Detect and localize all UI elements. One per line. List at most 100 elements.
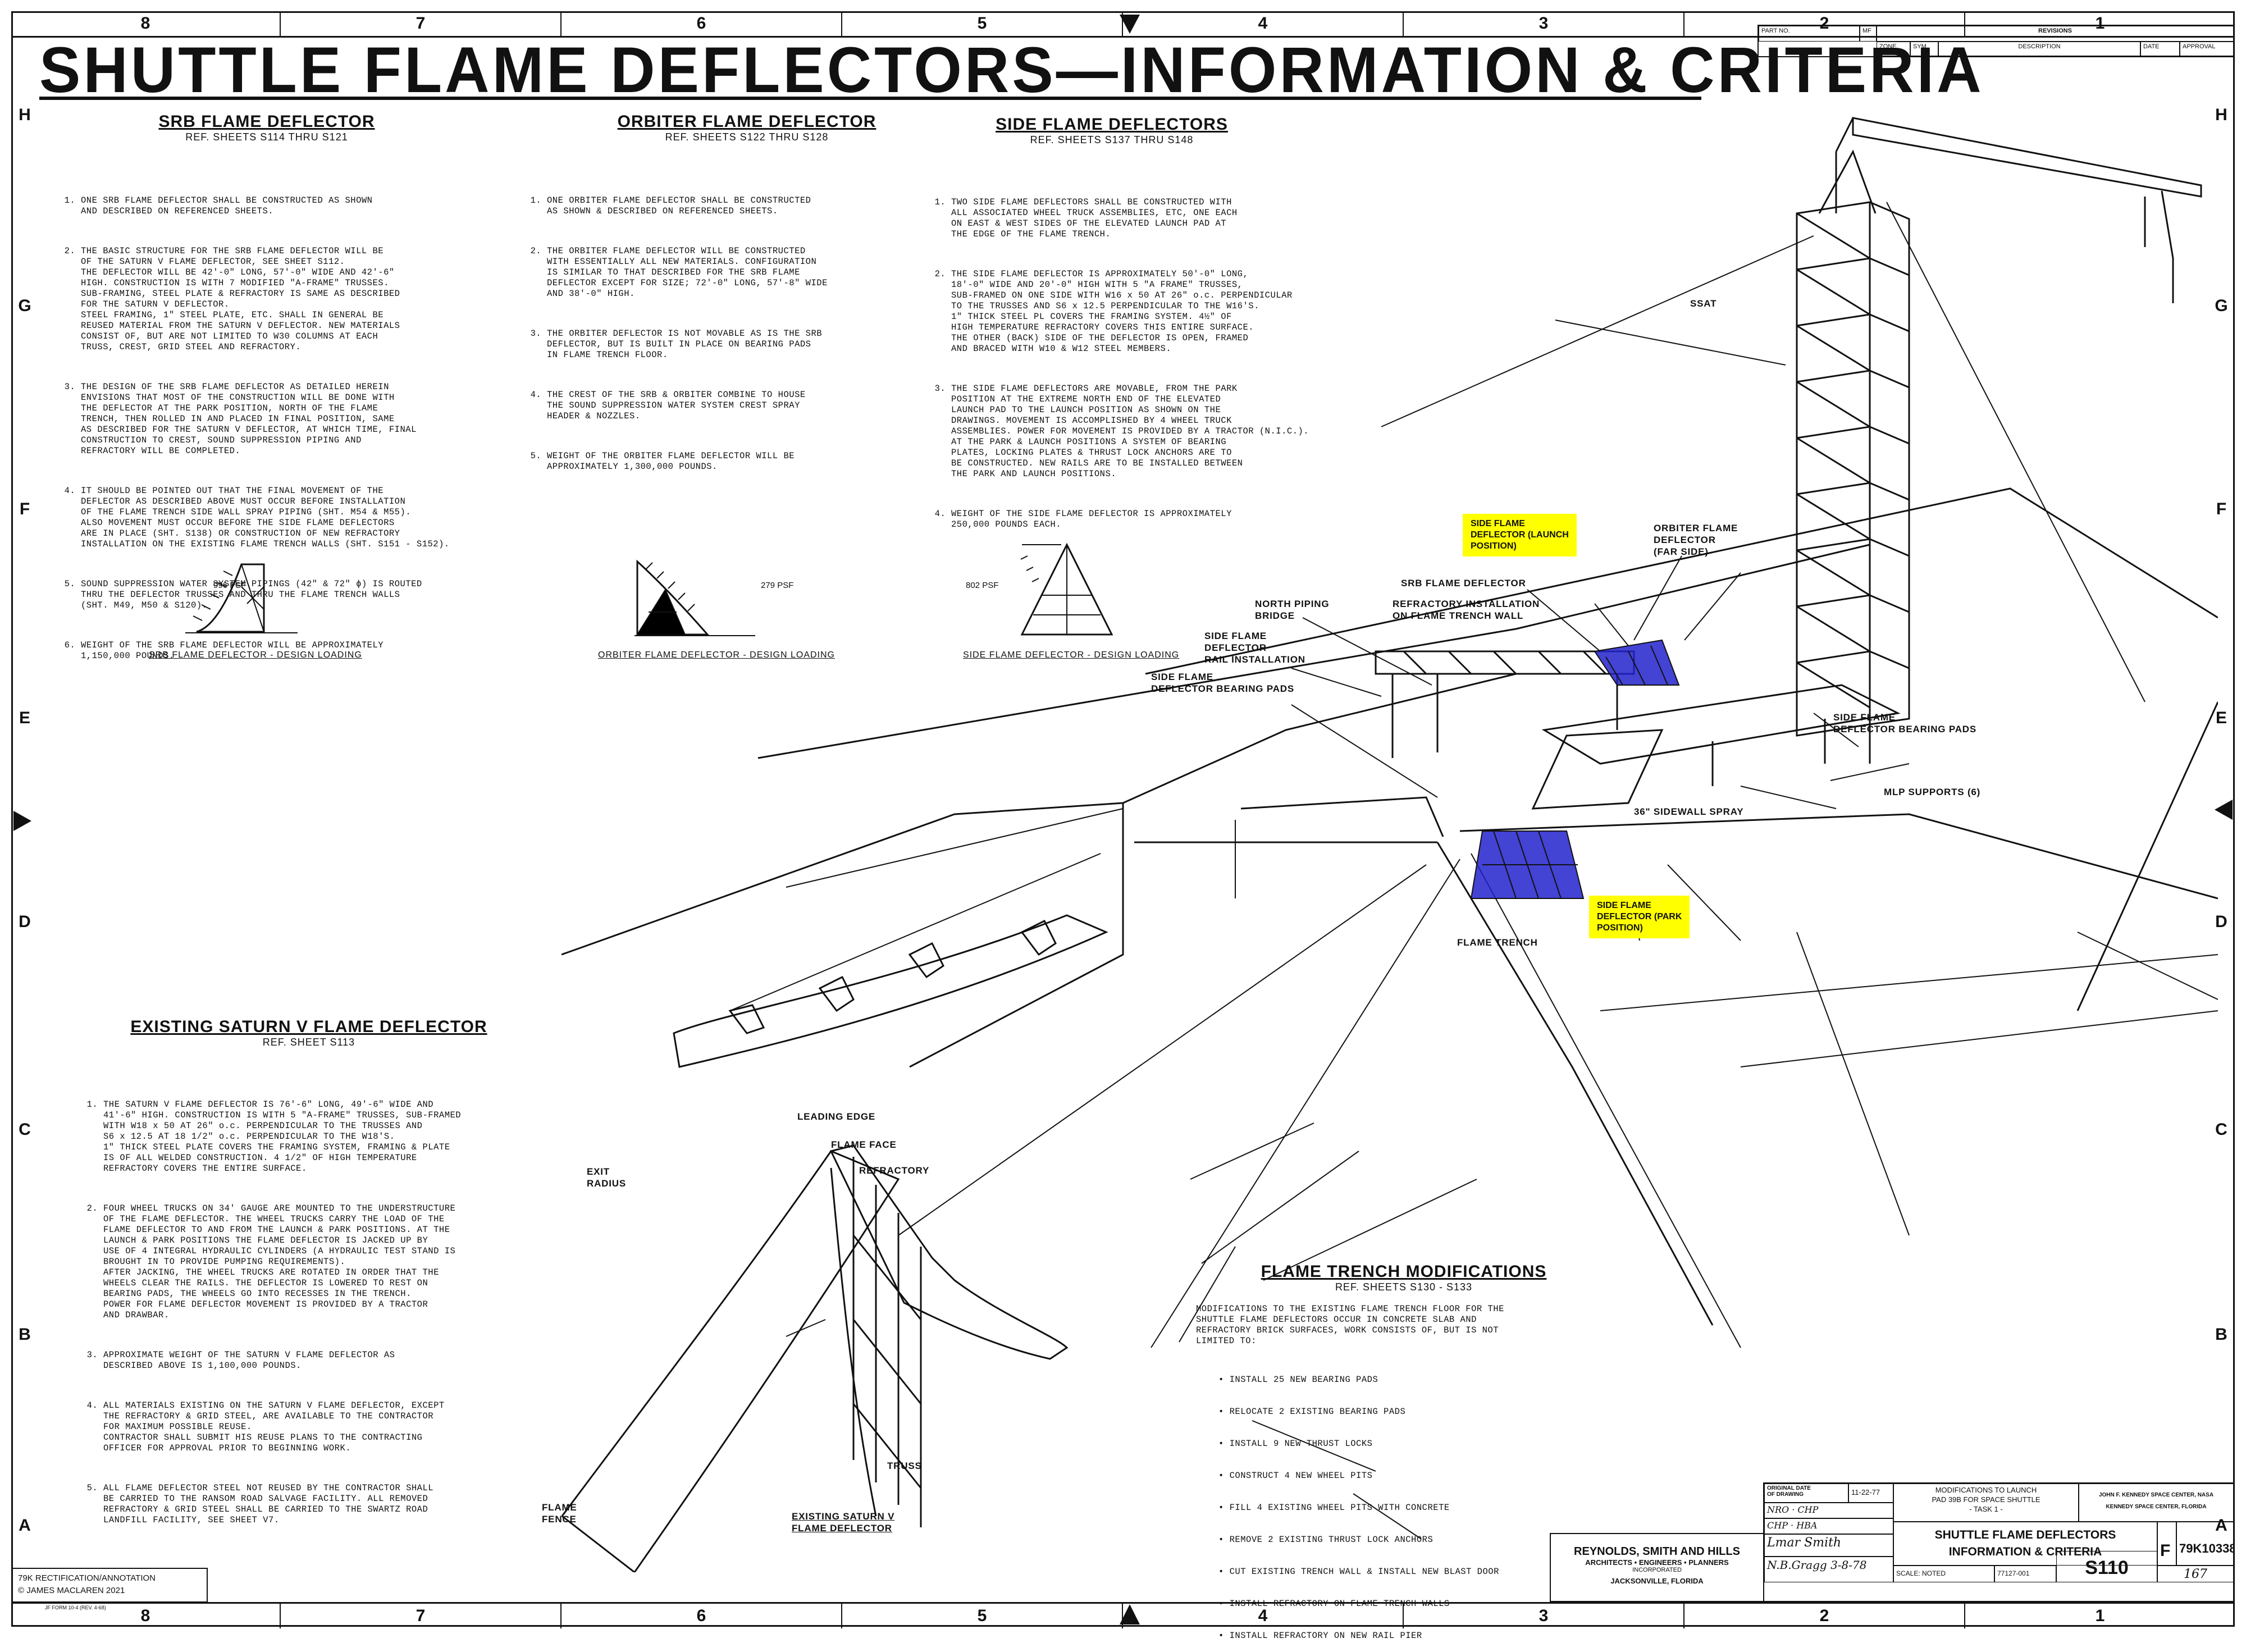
original-date-label: ORIGINAL DATE OF DRAWING bbox=[1764, 1484, 1848, 1503]
trench-ref: REF. SHEETS S130 - S133 bbox=[1335, 1281, 1473, 1293]
drawing-size: F bbox=[2157, 1522, 2176, 1566]
zone-6: 6 bbox=[562, 11, 842, 36]
trench-bullet-5: • FILL 4 EXISTING WHEEL PITS WITH CONCRE… bbox=[1218, 1503, 1450, 1513]
saturn-note-4: ALL MATERIALS EXISTING ON THE SATURN V F… bbox=[103, 1400, 562, 1454]
srb-section-header: SRB FLAME DEFLECTOR REF. SHEETS S114 THR… bbox=[84, 112, 449, 143]
zone-2-bottom: 2 bbox=[1684, 1604, 1965, 1628]
zone-row-b-right: B bbox=[2215, 1325, 2227, 1344]
trench-bullet-9: • INSTALL REFRACTORY ON NEW RAIL PIER bbox=[1218, 1631, 1422, 1641]
srb-load-value: 996 PSF bbox=[213, 581, 246, 590]
trench-intro: MODIFICATIONS TO THE EXISTING FLAME TREN… bbox=[1196, 1304, 1504, 1346]
sym-col-label: SYM bbox=[1910, 42, 1938, 56]
saturn-v-caption: EXISTING SATURN V FLAME DEFLECTOR bbox=[792, 1511, 895, 1534]
date-col-label: DATE bbox=[2140, 42, 2180, 56]
zone-row-d-left: D bbox=[19, 912, 31, 931]
ssat-tower bbox=[1796, 149, 1910, 737]
firm-name: REYNOLDS, SMITH AND HILLS bbox=[1574, 1545, 1740, 1558]
ssat-label: SSAT bbox=[1690, 298, 1717, 309]
orbiter-note-2: THE ORBITER FLAME DEFLECTOR WILL BE CONS… bbox=[547, 246, 915, 299]
side-note-1: TWO SIDE FLAME DEFLECTORS SHALL BE CONST… bbox=[951, 197, 1331, 240]
agency-location: KENNEDY SPACE CENTER, FLORIDA bbox=[2106, 1504, 2207, 1510]
orbiter-loading-sketch bbox=[634, 559, 755, 636]
trench-bullet-3: • INSTALL 9 NEW THRUST LOCKS bbox=[1218, 1439, 1373, 1449]
zone-3: 3 bbox=[1404, 11, 1684, 36]
drawn-by-cell: NRO · CHP bbox=[1764, 1503, 1893, 1518]
saturn-ref: REF. SHEET S113 bbox=[262, 1037, 355, 1048]
mlp-supports-label: MLP SUPPORTS (6) bbox=[1884, 787, 1981, 797]
title-underline bbox=[39, 97, 1701, 100]
center-mark-right-icon bbox=[2215, 800, 2233, 820]
orbiter-note-4: THE CREST OF THE SRB & ORBITER COMBINE T… bbox=[547, 390, 915, 422]
srb-note-4: IT SHOULD BE POINTED OUT THAT THE FINAL … bbox=[81, 486, 517, 550]
zone-col-label: ZONE bbox=[1877, 42, 1910, 56]
zone-row-h-right: H bbox=[2215, 106, 2227, 124]
srb-loading-caption: SRB FLAME DEFLECTOR - DESIGN LOADING bbox=[149, 650, 362, 660]
orbiter-section-header: ORBITER FLAME DEFLECTOR REF. SHEETS S122… bbox=[578, 112, 915, 143]
flame-face-label: FLAME FACE bbox=[831, 1139, 897, 1150]
drawing-number: 79K10338 bbox=[2176, 1522, 2234, 1566]
orbiter-ref: REF. SHEETS S122 THRU S128 bbox=[665, 131, 829, 143]
refractory-label: REFRACTORY bbox=[859, 1165, 930, 1176]
center-mark-top-icon bbox=[1120, 15, 1140, 34]
zone-8-bottom: 8 bbox=[11, 1604, 281, 1628]
revisions-block: PART NO. MF REVISIONS ZONE SYM DESCRIPTI… bbox=[1757, 25, 2235, 57]
side-section-header: SIDE FLAME DEFLECTORS REF. SHEETS S137 T… bbox=[955, 115, 1269, 146]
trench-bullet-4: • CONSTRUCT 4 NEW WHEEL PITS bbox=[1218, 1471, 1373, 1481]
center-mark-left-icon bbox=[13, 811, 31, 831]
zone-1: 1 bbox=[2095, 14, 2105, 33]
orbiter-notes: ONE ORBITER FLAME DEFLECTOR SHALL BE CON… bbox=[522, 153, 915, 512]
srb-note-6: WEIGHT OF THE SRB FLAME DEFLECTOR WILL B… bbox=[81, 640, 517, 661]
annotation-text: 79K RECTIFICATION/ANNOTATION © JAMES MAC… bbox=[18, 1573, 156, 1595]
srb-note-5: SOUND SUPPRESSION WATER SYSTEM PIPINGS (… bbox=[81, 579, 517, 611]
part-no-label: PART NO. bbox=[1759, 26, 1860, 42]
zone-row-d-right: D bbox=[2215, 912, 2227, 931]
side-notes: TWO SIDE FLAME DEFLECTORS SHALL BE CONST… bbox=[926, 154, 1331, 570]
srb-flame-deflector-label: SRB FLAME DEFLECTOR bbox=[1401, 578, 1526, 588]
flame-trench-label: FLAME TRENCH bbox=[1457, 937, 1538, 948]
job-number: 77127-001 bbox=[1994, 1566, 2056, 1582]
rail-installation-label: SIDE FLAME DEFLECTOR RAIL INSTALLATION bbox=[1204, 631, 1305, 665]
zone-4-bottom: 4 bbox=[1123, 1604, 1404, 1628]
zone-row-e-left: E bbox=[19, 709, 30, 727]
orbiter-note-5: WEIGHT OF THE ORBITER FLAME DEFLECTOR WI… bbox=[547, 451, 915, 472]
title-block: ORIGINAL DATE OF DRAWING 11-22-77 NRO · … bbox=[1763, 1482, 2235, 1602]
zone-1-bottom: 1 bbox=[2095, 1607, 2105, 1625]
orbiter-note-3: THE ORBITER DEFLECTOR IS NOT MOVABLE AS … bbox=[547, 328, 915, 360]
exit-radius-label: EXIT RADIUS bbox=[587, 1166, 626, 1189]
side-load-value: 802 PSF bbox=[966, 581, 999, 590]
refractory-installation-label: REFRACTORY INSTALLATION ON FLAME TRENCH … bbox=[1393, 599, 1540, 621]
crane-boom bbox=[1852, 117, 2202, 198]
sheet-title-block: SHUTTLE FLAME DEFLECTORS INFORMATION & C… bbox=[1893, 1522, 2157, 1566]
drawing-border bbox=[11, 11, 2235, 1627]
trench-bullet-2: • RELOCATE 2 EXISTING BEARING PADS bbox=[1218, 1407, 1406, 1417]
srb-ref: REF. SHEETS S114 THRU S121 bbox=[185, 131, 348, 143]
trench-title: FLAME TRENCH MODIFICATIONS bbox=[1261, 1262, 1547, 1281]
saturn-note-5: ALL FLAME DEFLECTOR STEEL NOT REUSED BY … bbox=[103, 1483, 562, 1526]
bearing-pads-left-label: SIDE FLAME DEFLECTOR BEARING PADS bbox=[1151, 672, 1294, 694]
zone-row-b-left: B bbox=[19, 1325, 31, 1344]
trench-bullet-1: • INSTALL 25 NEW BEARING PADS bbox=[1218, 1375, 1378, 1385]
zone-5: 5 bbox=[842, 11, 1123, 36]
zone-5-bottom: 5 bbox=[842, 1604, 1123, 1628]
side-deflector-park-callout: SIDE FLAME DEFLECTOR (PARK POSITION) bbox=[1589, 896, 1690, 938]
annotation-credit: 79K RECTIFICATION/ANNOTATION © JAMES MAC… bbox=[11, 1568, 208, 1603]
zone-row-a-left: A bbox=[19, 1516, 31, 1535]
zone-6-bottom: 6 bbox=[562, 1604, 842, 1628]
orbiter-note-1: ONE ORBITER FLAME DEFLECTOR SHALL BE CON… bbox=[547, 195, 915, 217]
side-loading-sketch bbox=[1020, 542, 1113, 636]
orbiter-loading-caption: ORBITER FLAME DEFLECTOR - DESIGN LOADING bbox=[598, 650, 835, 660]
zone-row-g-left: G bbox=[18, 296, 31, 315]
zone-strip-bottom: 8 7 6 5 4 3 2 1 bbox=[11, 1602, 2235, 1628]
flame-fence-label: FLAME FENCE bbox=[542, 1502, 577, 1525]
firm-city: JACKSONVILLE, FLORIDA bbox=[1610, 1577, 1704, 1585]
truss-label: TRUSS bbox=[887, 1461, 922, 1471]
project-description: MODIFICATIONS TO LAUNCH PAD 39B FOR SPAC… bbox=[1893, 1484, 2079, 1522]
bearing-pads-right-label: SIDE FLAME DEFLECTOR BEARING PADS bbox=[1833, 712, 1976, 734]
form-code: JF FORM 10-4 (REV. 4-68) bbox=[45, 1605, 106, 1610]
side-loading-caption: SIDE FLAME DEFLECTOR - DESIGN LOADING bbox=[963, 650, 1180, 660]
saturn-notes: THE SATURN V FLAME DEFLECTOR IS 76'-6" L… bbox=[79, 1057, 562, 1566]
zone-row-g-right: G bbox=[2215, 296, 2228, 315]
trench-bullets: • INSTALL 25 NEW BEARING PADS • RELOCATE… bbox=[1218, 1353, 1612, 1652]
agency-block: JOHN F. KENNEDY SPACE CENTER, NASA KENNE… bbox=[2079, 1484, 2234, 1522]
zone-row-c-right: C bbox=[2215, 1120, 2227, 1139]
